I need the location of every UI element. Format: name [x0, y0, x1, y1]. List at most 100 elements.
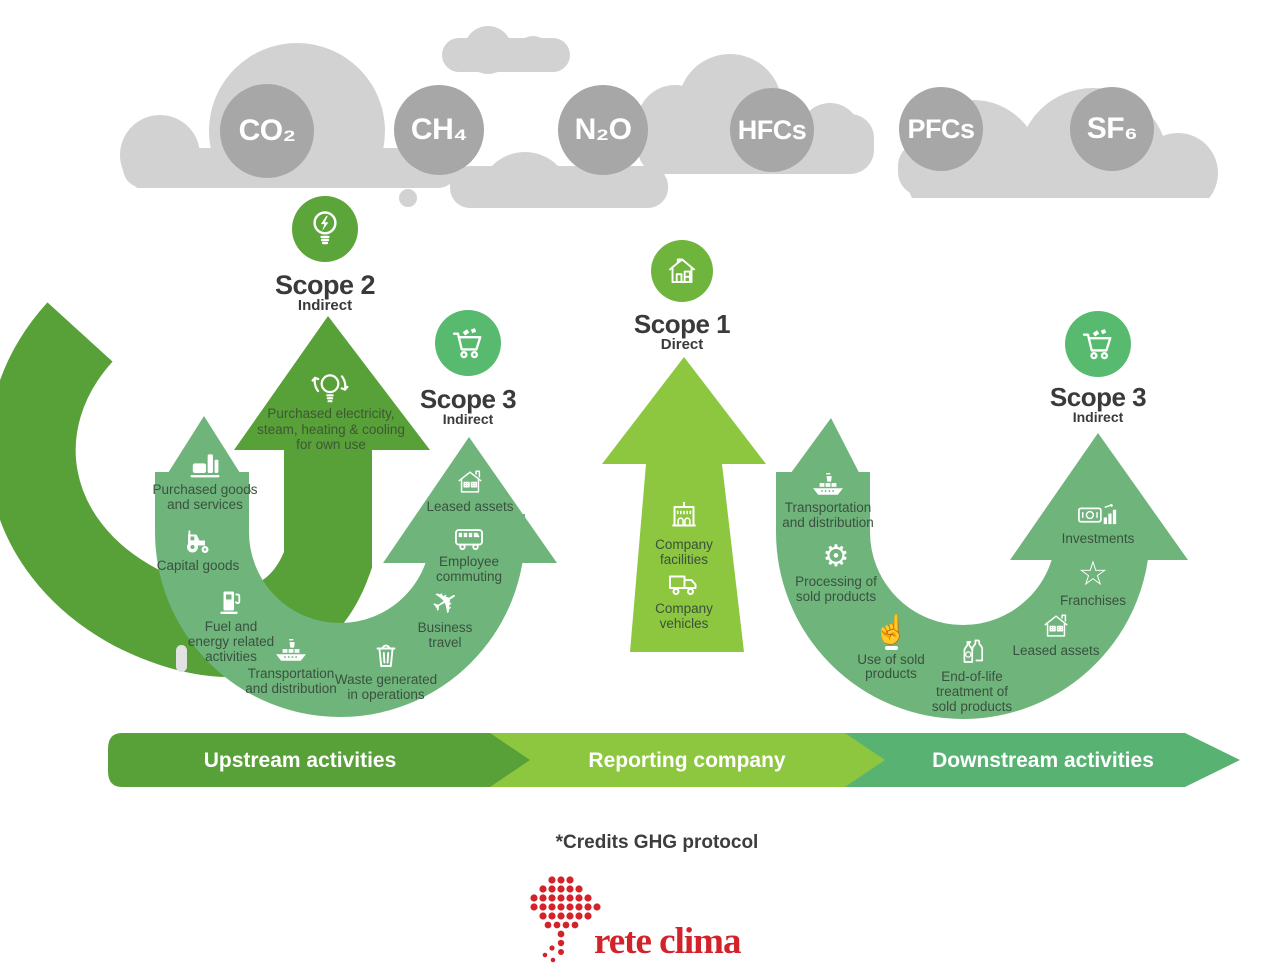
item-label: End-of-life treatment of sold products — [931, 669, 1013, 714]
item-leased-assets-upstream: Leased assets — [414, 467, 526, 515]
house-icon — [663, 253, 701, 289]
gas-bubble-hfcs: HFCs — [730, 88, 814, 172]
shopping-cart-icon — [1077, 324, 1119, 364]
scope3-downstream-title: Scope 3 — [1049, 382, 1147, 412]
scope1-title: Scope 1 — [633, 309, 731, 339]
tractor-icon — [142, 526, 254, 556]
gas-label: CO₂ — [238, 114, 296, 147]
item-label: Use of sold products — [857, 651, 925, 682]
scope3-upstream-title: Scope 3 — [419, 384, 517, 414]
scope3-downstream-badge — [1065, 311, 1131, 377]
ship-icon — [765, 470, 891, 498]
plane-icon: ✈ — [424, 579, 466, 625]
item-label: Leased assets — [426, 499, 514, 514]
cloud-puff — [399, 189, 417, 207]
gas-label: HFCs — [737, 114, 807, 145]
scope3-upstream-arrowhead — [383, 437, 557, 563]
bulb-recycle-icon — [307, 366, 353, 410]
scope2-badge — [292, 196, 358, 262]
item-employee-commuting: Employee commuting — [416, 524, 522, 585]
truck-icon — [629, 569, 739, 599]
item-label: Purchased goods and services — [152, 482, 258, 512]
office-building-icon — [629, 497, 739, 535]
item-label: Transportation and distribution — [782, 500, 874, 530]
gas-label: CH₄ — [410, 113, 468, 146]
downstream-bar-label: Downstream activities — [932, 749, 1154, 772]
item-processing-sold: ⚙ Processing of sold products — [779, 540, 900, 605]
scope2-arrowhead — [234, 316, 430, 450]
reporting-bar-label: Reporting company — [588, 749, 786, 772]
money-chart-icon — [1043, 502, 1153, 529]
item-label: Transportation and distribution — [245, 666, 337, 696]
item-use-of-sold: ☝ Use of sold products — [842, 616, 940, 682]
item-capital-goods: Capital goods — [142, 526, 254, 574]
trash-icon — [320, 640, 452, 670]
gas-bubble-ch4: CH₄ — [394, 85, 484, 175]
item-transportation-upstream: Transportation and distribution — [228, 636, 354, 697]
item-label: Waste generated in operations — [334, 672, 438, 702]
scope3-upstream-band — [155, 472, 525, 717]
item-label: Processing of sold products — [795, 574, 877, 604]
fuel-pump-icon — [178, 587, 284, 617]
scope3-downstream-subtitle: Indirect — [1072, 409, 1124, 425]
item-end-of-life: End-of-life treatment of sold products — [913, 637, 1031, 715]
reporting-bar — [490, 733, 885, 787]
upstream-bar-label: Upstream activities — [203, 749, 397, 772]
gas-label: N₂O — [574, 113, 632, 146]
item-label: Company vehicles — [655, 601, 713, 631]
gas-bubble-n2o: N₂O — [558, 85, 648, 175]
scope3-upstream-badge — [435, 310, 501, 376]
item-label: Capital goods — [156, 558, 240, 573]
scope2-title: Scope 2 — [274, 270, 376, 300]
scope3-upstream-tail — [156, 416, 252, 492]
credits-text: *Credits GHG protocol — [555, 832, 759, 853]
hand-click-icon: ☝ — [842, 616, 940, 650]
scope2-arrow-label: Purchased electricity, steam, heating & … — [257, 406, 405, 453]
ship-icon — [228, 636, 354, 664]
item-company-facilities: Company facilities — [629, 497, 739, 568]
item-investments: Investments — [1043, 502, 1153, 547]
cloud — [438, 22, 573, 74]
scope1-subtitle: Direct — [660, 336, 704, 353]
scope2-subtitle: Indirect — [297, 297, 353, 314]
item-leased-assets-downstream: Leased assets — [1000, 611, 1112, 659]
factory-icon — [149, 450, 261, 480]
house-icon — [414, 467, 526, 497]
bus-icon — [416, 524, 522, 552]
artifact-pill — [176, 645, 187, 672]
bottles-recycle-icon — [913, 637, 1031, 667]
gas-bubble-co2: CO₂ — [220, 84, 314, 178]
item-transportation-downstream: Transportation and distribution — [765, 470, 891, 531]
item-purchased-goods: Purchased goods and services — [149, 450, 261, 513]
item-label: Fuel and energy related activities — [187, 619, 275, 664]
rete-clima-logo-text: rete clima — [594, 921, 741, 962]
item-franchises: ☆ Franchises — [1044, 557, 1142, 609]
scope3-downstream-arrowhead — [1010, 433, 1188, 560]
item-label: Franchises — [1059, 593, 1127, 608]
item-label: Investments — [1061, 531, 1135, 546]
item-label: Leased assets — [1012, 643, 1100, 658]
gas-label: PFCs — [907, 113, 975, 144]
gas-label: SF₆ — [1086, 112, 1138, 145]
item-label: Employee commuting — [435, 554, 503, 584]
rete-clima-logo-mark — [530, 876, 601, 963]
scope1-badge — [651, 240, 713, 302]
shopping-cart-icon — [447, 323, 489, 363]
item-label: Company facilities — [655, 537, 713, 567]
item-company-vehicles: Company vehicles — [629, 569, 739, 632]
item-label: Business travel — [417, 620, 473, 650]
downstream-bar — [845, 733, 1240, 787]
cloud — [420, 140, 670, 208]
upstream-bar — [108, 733, 530, 787]
star-icon: ☆ — [1077, 555, 1109, 593]
house-icon — [1000, 611, 1112, 641]
gas-bubble-pfcs: PFCs — [899, 87, 983, 171]
item-waste-operations: Waste generated in operations — [320, 640, 452, 703]
scope3-downstream-band — [776, 472, 1150, 719]
item-fuel-energy: Fuel and energy related activities — [178, 587, 284, 665]
item-business-travel: ✈ Business travel — [402, 579, 488, 651]
scope3-downstream-tail — [777, 418, 869, 492]
scope3-upstream-subtitle: Indirect — [442, 411, 494, 427]
